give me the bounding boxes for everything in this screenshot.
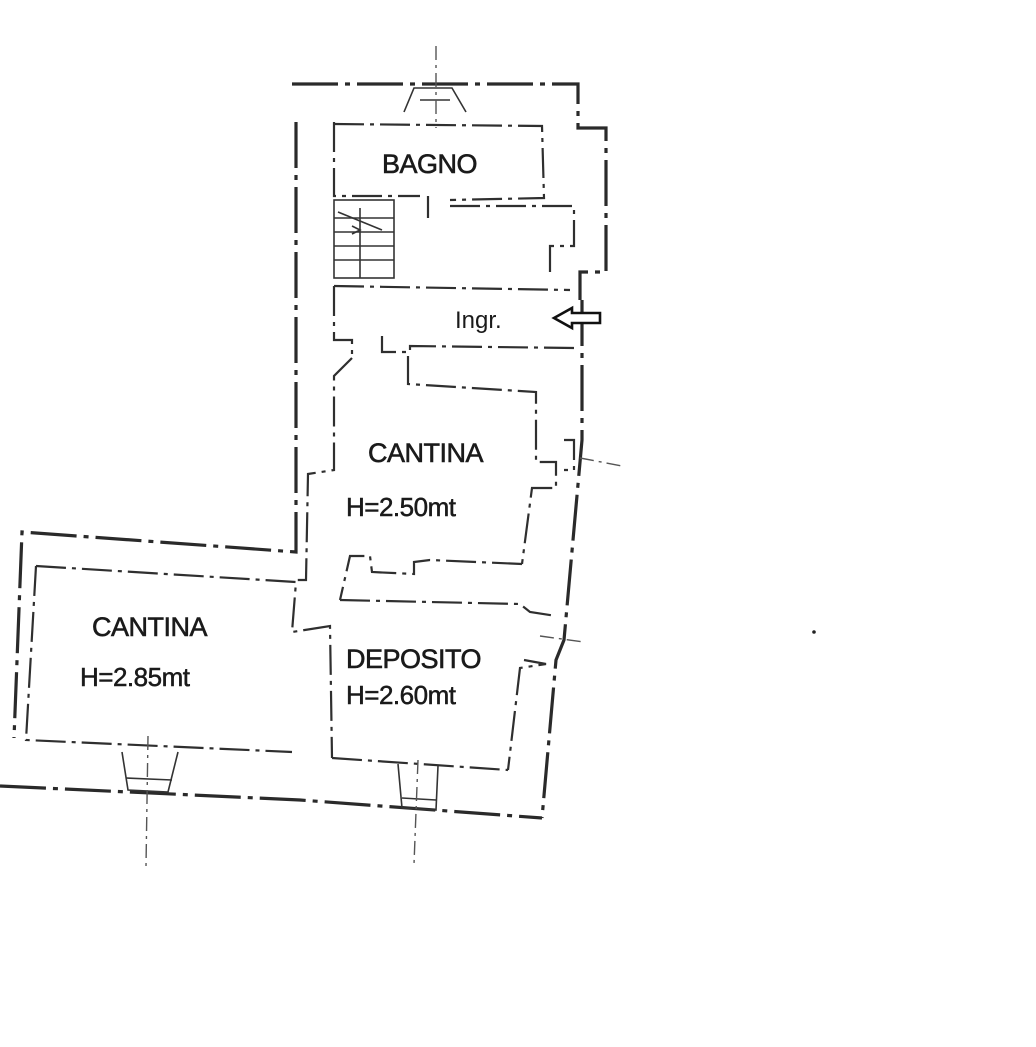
wall-deposito-bottom	[331, 756, 509, 772]
wall-bagno-right	[450, 204, 576, 276]
wall-right-outer	[540, 300, 584, 819]
wall-cantina1-door	[564, 438, 576, 472]
room-name-ingresso: Ingr.	[455, 307, 502, 334]
wall-cantina1-bottom	[338, 554, 523, 601]
deposito-walls	[331, 598, 557, 772]
axis-lines	[145, 46, 816, 867]
openings	[121, 87, 467, 811]
room-name-cantina-1: CANTINA	[368, 438, 483, 468]
wall-bagno-top	[333, 122, 546, 202]
wall-cantina2	[35, 564, 334, 759]
wall-bagno	[332, 122, 420, 198]
wall-cantina2-left	[24, 565, 293, 754]
opening-top	[403, 87, 467, 113]
wall-ingresso-top	[333, 284, 571, 292]
wall-cantina1-top	[406, 356, 558, 565]
room-name-deposito: DEPOSITO	[346, 644, 481, 674]
opening-deposito	[397, 763, 439, 811]
wall-upper-left	[12, 122, 298, 739]
arrow-left-icon	[551, 305, 602, 331]
wall-cantina1-left	[294, 357, 353, 582]
room-name-bagno: BAGNO	[382, 149, 477, 179]
bagno-walls	[332, 122, 576, 276]
opening-cantina2	[121, 751, 179, 793]
room-name-cantina-2: CANTINA	[92, 612, 207, 642]
wall-bottom	[0, 784, 543, 820]
wall-upper-top	[292, 82, 608, 300]
room-height-cantina-2: H=2.85mt	[80, 662, 191, 692]
wall-ingresso-left	[332, 286, 354, 356]
ingresso-walls	[332, 284, 575, 356]
wall-deposito-right	[506, 658, 547, 771]
cantina-2-walls	[24, 564, 334, 759]
stairs-icon	[333, 199, 395, 279]
cantina-1-walls	[294, 356, 576, 601]
outer-walls	[0, 82, 608, 820]
wall-ingresso-bottom	[380, 336, 575, 354]
wall-deposito-top	[339, 598, 557, 618]
room-height-deposito: H=2.60mt	[346, 680, 457, 710]
room-height-cantina-1: H=2.50mt	[346, 492, 457, 522]
